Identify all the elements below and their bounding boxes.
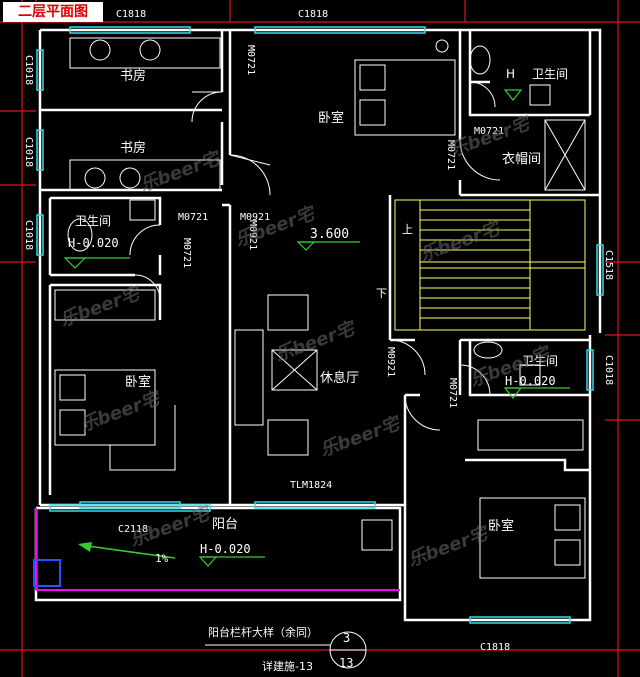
elevation-floor: 3.600 (310, 227, 349, 242)
room-bath-top-right: 卫生间 (532, 67, 568, 81)
watermark-6: 乐beer宅 (317, 412, 404, 461)
stair-up-label: 上 (402, 223, 413, 236)
tag-c1818-top-left: C1818 (116, 9, 146, 20)
room-bath-top-left: 卫生间 (75, 214, 111, 228)
detail-sheet: 13 (339, 656, 353, 670)
room-closet: 衣帽间 (502, 151, 541, 167)
elevation-bath-right: H-0.020 (505, 374, 556, 388)
tag-c1818-bottom: C1818 (480, 642, 510, 653)
tag-m0921-vert: M0921 (247, 220, 258, 250)
tag-m0721-right: M0721 (447, 378, 458, 408)
corner-marker (33, 559, 61, 587)
elevation-markers (63, 89, 570, 567)
room-study-2: 书房 (120, 140, 146, 156)
windows (36, 26, 604, 624)
tag-c2118: C2118 (118, 524, 148, 535)
watermark-2: 乐beer宅 (232, 202, 319, 251)
tag-c1018-left-1: C1018 (23, 55, 34, 85)
tag-c1818-top-mid: C1818 (298, 9, 328, 20)
slope-arrow-head (78, 542, 92, 552)
watermark-4: 乐beer宅 (272, 317, 359, 366)
room-bedroom-left: 卧室 (125, 374, 151, 390)
tag-tlm1824: TLM1824 (290, 480, 332, 491)
room-study-1: 书房 (120, 68, 146, 84)
tag-h: H (506, 67, 515, 81)
tag-m0721-vert: M0721 (445, 140, 456, 170)
doors (129, 81, 501, 431)
watermark-3: 乐beer宅 (417, 217, 504, 266)
balcony-note: 阳台栏杆大样（余同） (208, 625, 318, 639)
sheet-ref: 详建施-13 (262, 659, 313, 673)
slope-arrow (79, 544, 176, 559)
furniture (54, 37, 586, 579)
tag-c1018-left-2: C1018 (23, 137, 34, 167)
staircase (394, 199, 586, 331)
slope-label: 1% (155, 552, 169, 565)
drawing-title: 二层平面图 (3, 2, 103, 22)
tag-m0921-right: M0921 (385, 347, 396, 377)
tag-c1518: C1518 (603, 250, 614, 280)
tag-c1018-left-3: C1018 (23, 220, 34, 250)
elevation-bath-left: H-0.020 (68, 236, 119, 250)
detail-number: 3 (343, 631, 350, 645)
tag-c1018-right: C1018 (603, 355, 614, 385)
room-bedroom-main: 卧室 (318, 110, 344, 126)
room-lounge: 休息厅 (320, 370, 359, 386)
room-bedroom-right: 卧室 (488, 518, 514, 534)
stair-down-label: 下 (376, 287, 387, 300)
tag-m0721-top: M0721 (245, 45, 256, 75)
watermark-5: 乐beer宅 (77, 387, 164, 436)
tag-m0721-left: M0721 (181, 238, 192, 268)
room-balcony: 阳台 (212, 517, 238, 532)
room-bath-right: 卫生间 (522, 354, 558, 368)
tag-m0721-bath: M0721 (178, 212, 208, 223)
detail-callout (205, 631, 367, 669)
elevation-balcony: H-0.020 (200, 542, 251, 556)
tag-m0721-closet: M0721 (474, 126, 504, 137)
tag-m0921-top: M0921 (240, 212, 270, 223)
